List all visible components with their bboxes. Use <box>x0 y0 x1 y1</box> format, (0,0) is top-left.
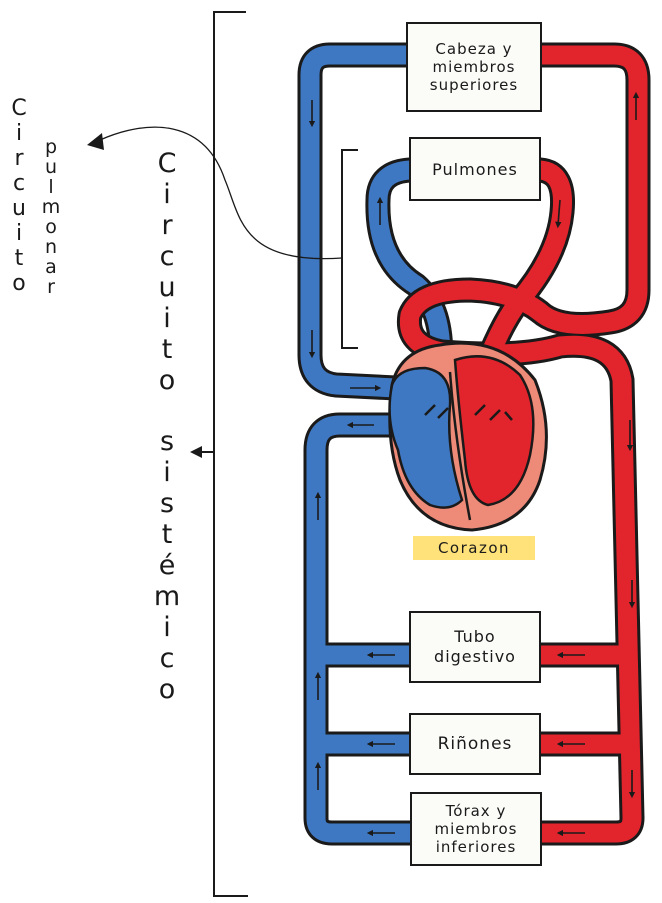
label-letter: t <box>15 248 24 270</box>
systemic-pointer-head <box>190 446 202 458</box>
label-letter: s <box>160 428 174 455</box>
vena-cava-inferior-outline <box>316 425 410 833</box>
label-letter: c <box>160 645 175 672</box>
label-letter: é <box>159 552 176 579</box>
vena-cava-inferior <box>316 425 410 833</box>
label-letter: i <box>16 123 22 145</box>
label-letter: m <box>154 583 180 610</box>
pulmonary-bracket <box>342 150 358 348</box>
label-letter: o <box>45 218 57 237</box>
label-letter: s <box>160 490 174 517</box>
heart <box>390 343 547 530</box>
label-letter: r <box>14 148 23 170</box>
heart-label: Corazon <box>413 536 535 560</box>
label-letter: n <box>45 238 57 257</box>
label-letter: c <box>13 173 25 195</box>
label-letter: i <box>16 223 22 245</box>
organ-digestive: Tubo digestivo <box>409 611 541 683</box>
label-letter: i <box>163 614 171 641</box>
label-letter: o <box>12 273 25 295</box>
organ-thorax-legs: Tórax y miembros inferiores <box>410 792 542 866</box>
label-letter: c <box>160 243 175 270</box>
organ-head-arms: Cabeza y miembros superiores <box>406 22 542 112</box>
vena-cava-superior <box>310 55 410 388</box>
label-letter: t <box>162 336 173 363</box>
label-letter: i <box>163 181 171 208</box>
vena-cava-superior-outline <box>310 55 410 388</box>
systemic-bracket <box>214 12 248 896</box>
label-letter: i <box>163 459 171 486</box>
label-letter: a <box>45 258 57 277</box>
label-letter: r <box>161 212 172 239</box>
label-letter: u <box>158 274 175 301</box>
organ-kidneys: Riñones <box>409 713 541 775</box>
label-letter: C <box>11 98 26 120</box>
label-letter: o <box>159 676 176 703</box>
label-letter: u <box>45 158 57 177</box>
pulmonary-pointer-head <box>87 133 104 150</box>
label-letter: p <box>45 138 57 157</box>
organ-lungs: Pulmones <box>409 137 541 201</box>
label-letter: t <box>162 521 173 548</box>
label-letter: u <box>12 198 26 220</box>
label-letter: r <box>47 278 55 297</box>
label-letter: l <box>48 178 53 197</box>
label-letter: C <box>158 150 177 177</box>
label-letter: i <box>163 305 171 332</box>
label-letter: m <box>42 198 61 217</box>
label-letter: o <box>159 367 176 394</box>
